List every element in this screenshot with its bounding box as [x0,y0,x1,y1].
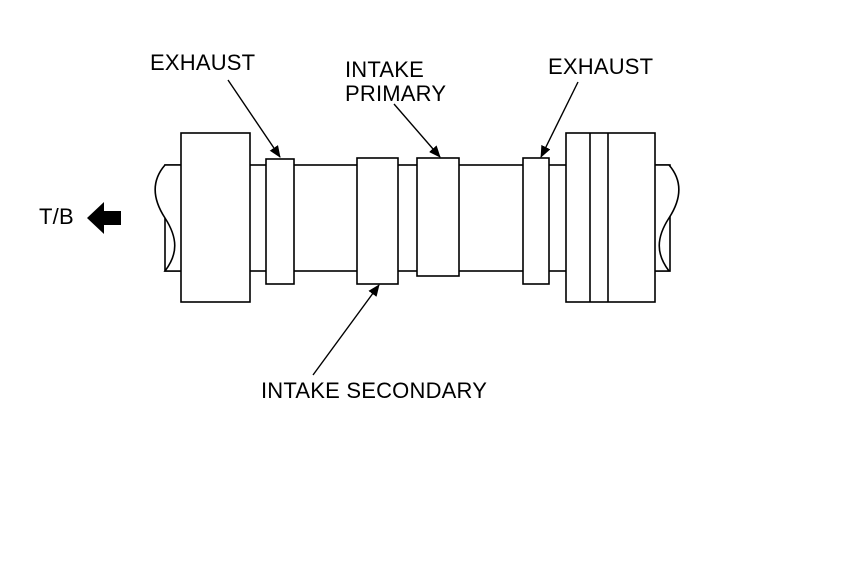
leader-exhaust-left [227,79,281,158]
shaft-end-right [655,164,680,272]
label-intake-secondary: INTAKE SECONDARY [261,378,488,403]
leader-intake-secondary [312,284,380,376]
exhaust-lobe-left [265,158,295,285]
label-exhaust-left: EXHAUST [150,50,256,75]
intake-secondary-lobe [356,157,399,285]
intake-primary-lobe [416,157,460,277]
left-journal-block [180,132,251,303]
label-intake-primary-line2: PRIMARY [345,81,447,106]
tb-direction-arrow [87,202,121,234]
label-intake-primary-line1: INTAKE [345,57,425,82]
exhaust-lobe-right [522,157,550,285]
shaft-end-left [154,164,181,272]
label-exhaust-right: EXHAUST [548,54,654,79]
right-journal-block [565,132,656,303]
label-tb: T/B [39,204,74,229]
leader-exhaust-right [540,81,579,158]
leader-intake-primary [393,103,441,158]
